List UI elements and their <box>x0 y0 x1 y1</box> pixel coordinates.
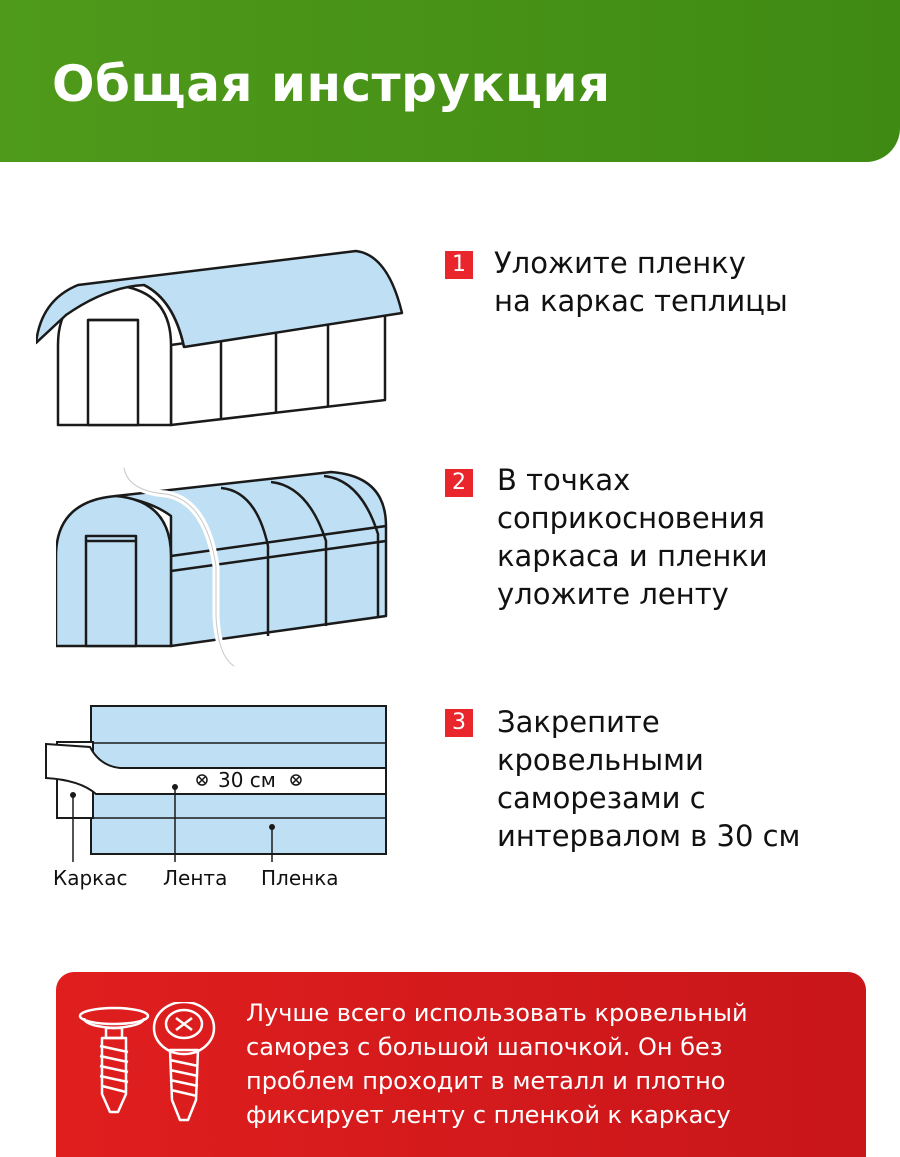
greenhouse-tape-illustration <box>56 466 388 670</box>
step-1-line: на каркас теплицы <box>494 284 788 318</box>
tip-text: Лучше всего использовать кровельный само… <box>246 996 748 1132</box>
tip-line: фиксирует ленту с пленкой к каркасу <box>246 1101 731 1129</box>
header-banner: Общая инструкция <box>0 0 900 162</box>
roofing-screws-icon <box>78 1002 216 1122</box>
step-3-line: интервалом в 30 см <box>497 819 801 853</box>
page-title: Общая инструкция <box>52 55 611 113</box>
step-2-line: соприкосновения <box>497 501 765 535</box>
screw-marker <box>196 774 208 786</box>
step-2-line: каркаса и пленки <box>497 539 768 573</box>
step-2-text: В точках соприкосновения каркаса и пленк… <box>497 461 768 613</box>
tape-label: Лента <box>163 866 227 890</box>
tip-line: проблем проходит в металл и плотно <box>246 1067 726 1095</box>
screw-marker <box>290 774 302 786</box>
interval-label: 30 см <box>218 768 276 792</box>
fastening-diagram: 30 см Каркас Лента Пленка <box>45 705 387 890</box>
step-number-3: 3 <box>445 709 473 737</box>
frame-label: Каркас <box>53 866 127 890</box>
step-1-line: Уложите пленку <box>494 246 746 280</box>
step-3-line: кровельными <box>497 743 704 777</box>
step-3-text: Закрепите кровельными саморезами с интер… <box>497 703 800 855</box>
step-number-1: 1 <box>445 251 473 279</box>
step-2-line: уложите ленту <box>497 577 729 611</box>
greenhouse-film-illustration <box>36 249 404 427</box>
tip-line: Лучше всего использовать кровельный <box>246 999 748 1027</box>
step-2-line: В точках <box>497 463 631 497</box>
tip-line: саморез с большой шапочкой. Он без <box>246 1033 723 1061</box>
step-3-line: Закрепите <box>497 705 660 739</box>
step-3-line: саморезами с <box>497 781 706 815</box>
step-1-text: Уложите пленку на каркас теплицы <box>494 244 788 320</box>
tip-banner: Лучше всего использовать кровельный само… <box>56 972 866 1157</box>
step-number-2: 2 <box>445 469 473 497</box>
film-label: Пленка <box>261 866 339 890</box>
